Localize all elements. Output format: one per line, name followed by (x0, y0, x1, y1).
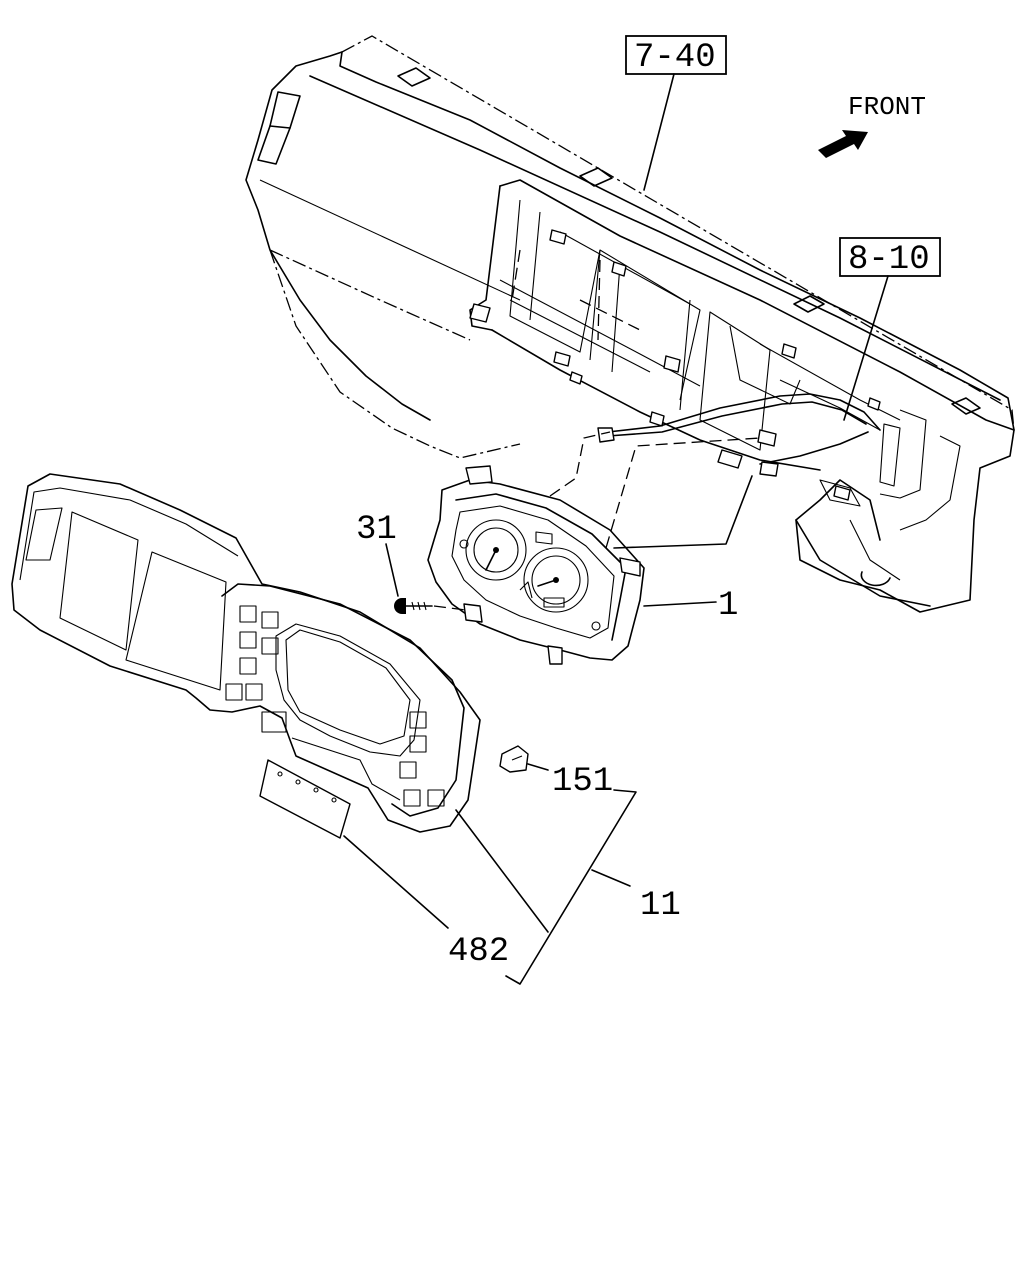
part-label-31: 31 (356, 511, 397, 549)
front-label: FRONT (848, 92, 926, 122)
instrument-cluster (427, 431, 761, 665)
reference-label-7-40: 7-40 (634, 39, 716, 77)
reference-box-7-40: 7-40 (625, 35, 727, 77)
leader-7-40 (643, 73, 675, 191)
part-label-151: 151 (552, 763, 613, 801)
part-label-1: 1 (718, 587, 738, 625)
part-label-11: 11 (640, 887, 681, 925)
reference-box-8-10: 8-10 (839, 237, 941, 279)
dashboard-panel (245, 35, 1015, 613)
part-label-482: 482 (448, 933, 509, 971)
leader-11 (455, 789, 637, 985)
leader-482 (343, 835, 449, 929)
label-plate-part (259, 759, 351, 839)
screw-part (394, 598, 467, 614)
leader-1 (643, 601, 717, 607)
cluster-bezel (11, 473, 481, 833)
leader-31 (385, 543, 399, 597)
reference-label-8-10: 8-10 (848, 241, 930, 279)
clip-part (499, 745, 529, 773)
front-direction-arrow (818, 130, 868, 158)
leader-151 (527, 763, 549, 771)
leader-8-10 (843, 275, 889, 421)
